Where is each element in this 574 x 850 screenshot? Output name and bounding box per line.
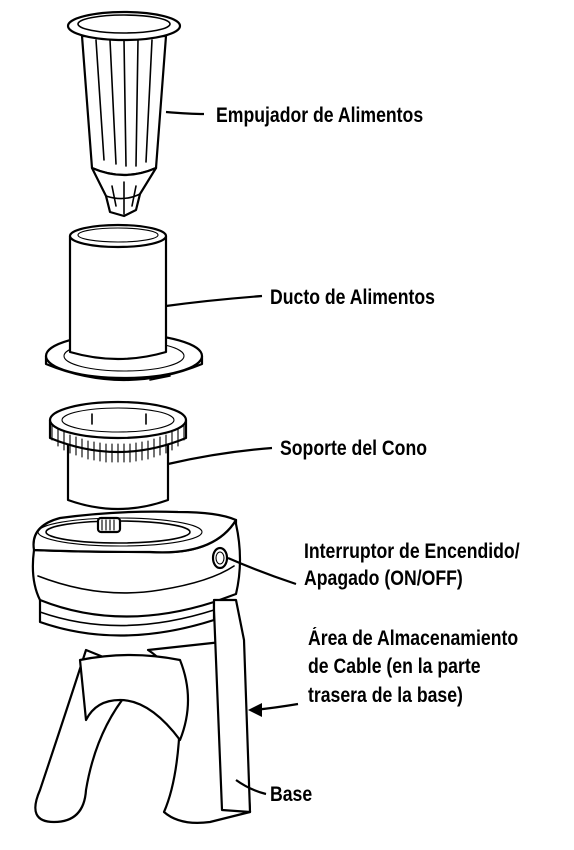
label-base: Base — [270, 783, 313, 806]
label-switch-line2: Apagado (ON/OFF) — [304, 567, 463, 590]
label-food-pusher: Empujador de Alimentos — [216, 104, 424, 127]
base-drawing — [31, 510, 252, 824]
label-switch-line1: Interruptor de Encendido/ — [304, 540, 520, 563]
label-cord-storage-line2: de Cable (en la parte — [308, 655, 481, 678]
chute-leader-line — [165, 294, 263, 308]
label-food-chute: Ducto de Alimentos — [270, 286, 435, 309]
cone-holder-drawing — [48, 400, 188, 511]
base-leader-line — [235, 779, 267, 796]
cone-holder-leader-line — [167, 446, 273, 466]
label-cord-storage-line1: Área de Almacenamiento — [308, 627, 519, 650]
food-chute-drawing — [44, 223, 204, 382]
cord-storage-arrowhead — [248, 703, 262, 717]
switch-leader-line — [227, 556, 297, 586]
leader-lines — [165, 110, 299, 796]
pusher-leader-line — [165, 110, 205, 116]
label-cord-storage-line3: trasera de la base) — [308, 684, 463, 707]
food-pusher-drawing — [66, 10, 182, 218]
label-cone-holder: Soporte del Cono — [280, 437, 427, 460]
